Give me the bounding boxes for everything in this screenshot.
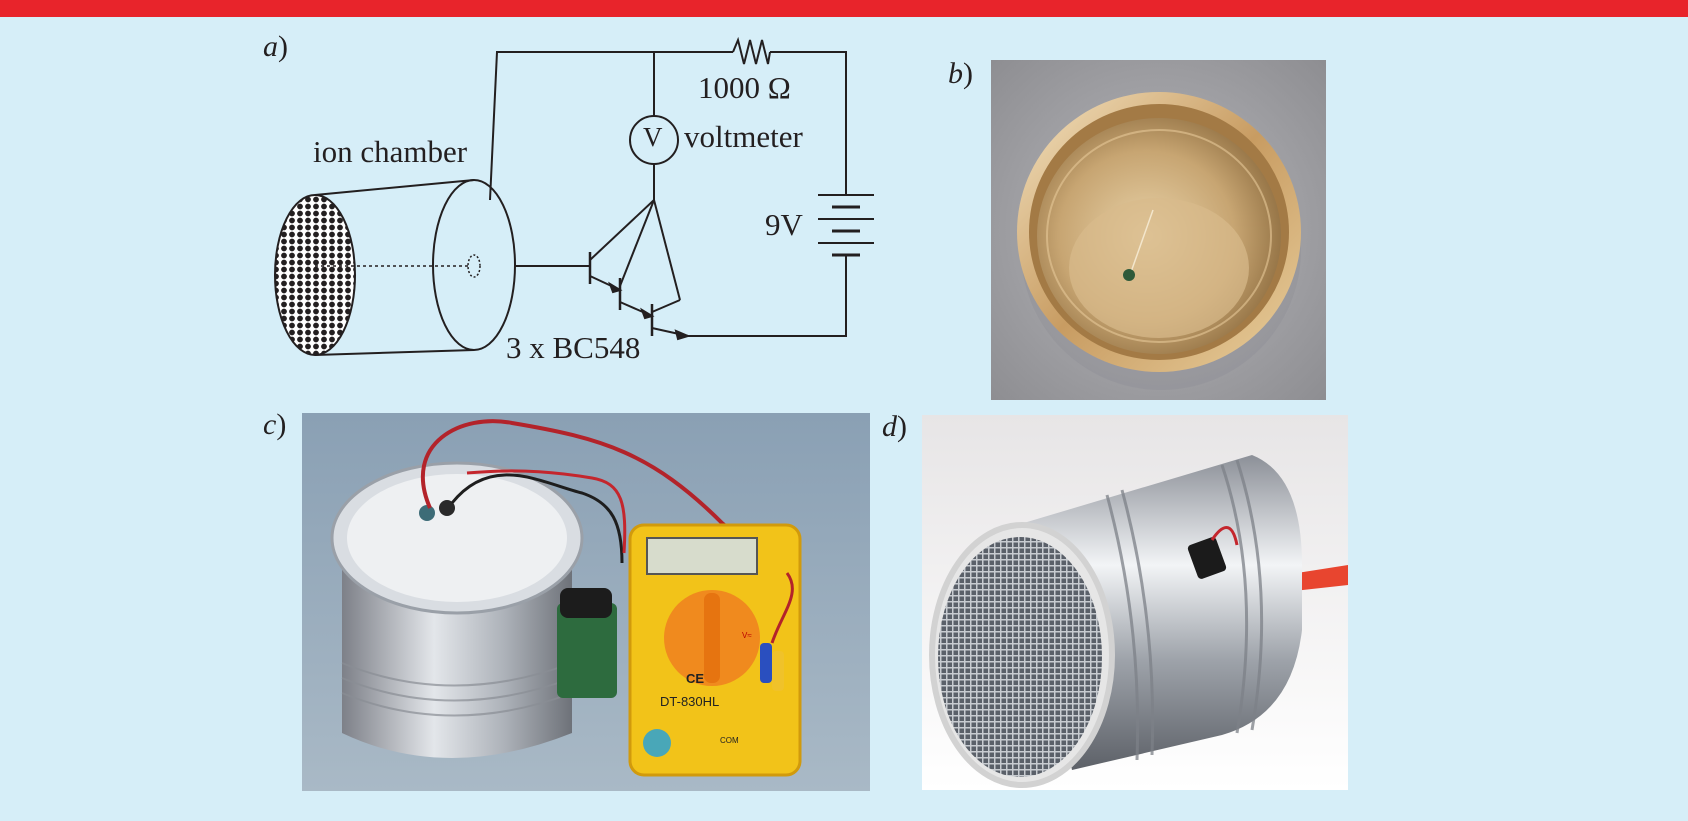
transistor-label: 3 x BC548 xyxy=(506,330,641,365)
resistor-icon xyxy=(732,36,771,65)
transistor-icon xyxy=(588,199,691,341)
mesh-screen xyxy=(938,537,1102,777)
battery-label: 9V xyxy=(765,207,803,242)
top-accent-bar xyxy=(0,0,1688,17)
vac-label: V≈ xyxy=(742,631,752,640)
photo-chamber-with-multimeter: DT-830HL CE COM V≈ xyxy=(302,413,870,791)
ce-mark: CE xyxy=(686,671,704,686)
panel-label-d: d) xyxy=(882,410,907,443)
voltmeter-symbol: V xyxy=(643,122,663,152)
battery-icon xyxy=(818,194,874,257)
multimeter-model: DT-830HL xyxy=(660,694,719,709)
voltmeter-label: voltmeter xyxy=(684,119,803,154)
photo-chamber-with-mesh xyxy=(922,415,1348,790)
chamber-end-electrode xyxy=(432,179,516,351)
chamber-label: ion chamber xyxy=(313,134,468,169)
photo-can-top-view xyxy=(991,60,1326,400)
panel-label-a: a) xyxy=(263,30,288,63)
resistor-label: 1000 Ω xyxy=(698,70,791,105)
panel-label-c: c) xyxy=(263,408,287,441)
com-label: COM xyxy=(720,736,739,745)
panel-label-b: b) xyxy=(948,57,973,90)
mesh-icon xyxy=(274,194,356,356)
